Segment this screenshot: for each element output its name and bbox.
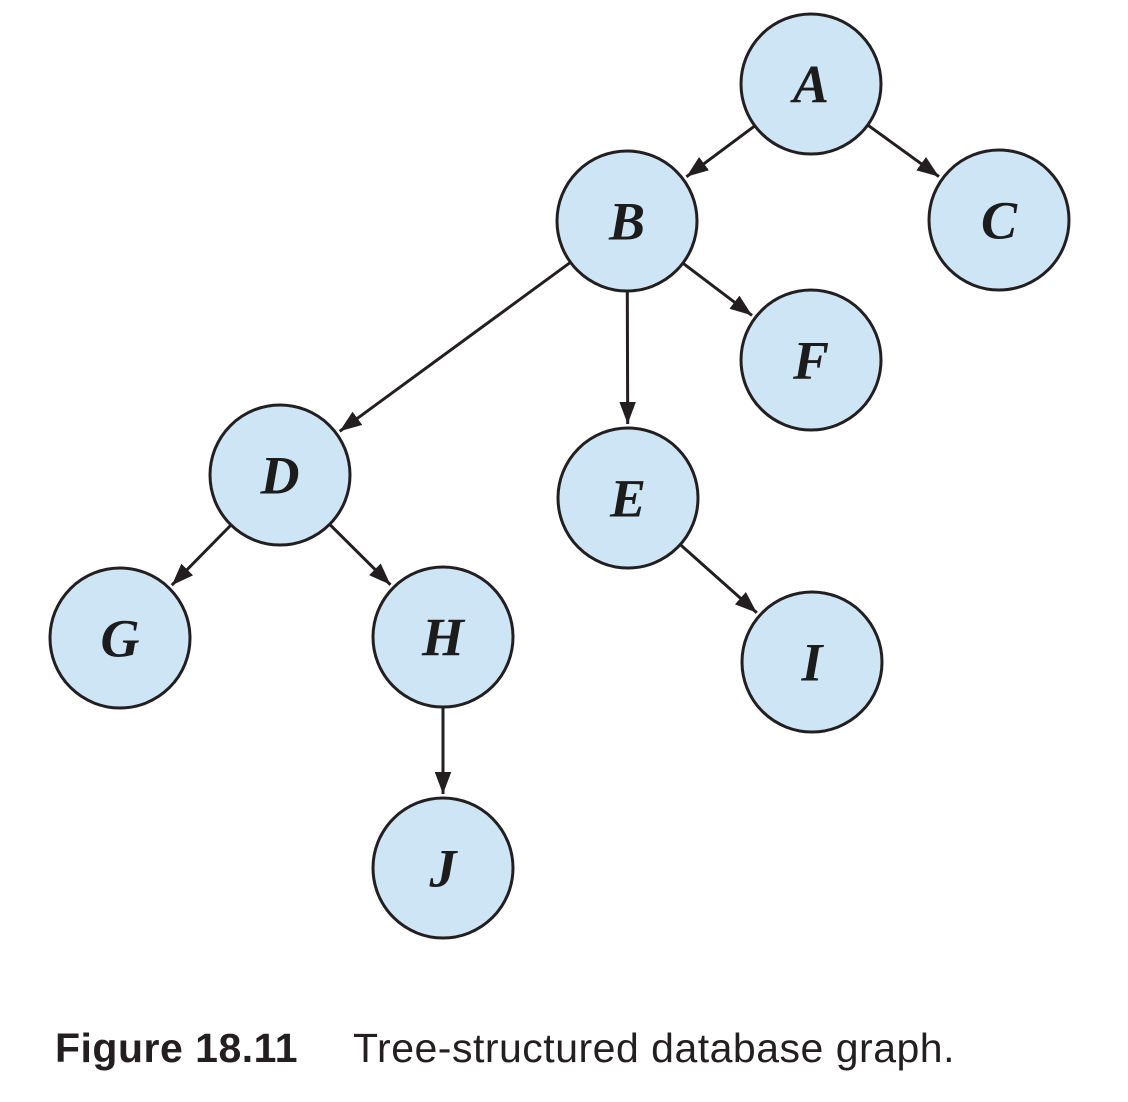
node-label-I: I	[800, 632, 824, 692]
node-H	[371, 565, 515, 709]
edge-B-D	[338, 261, 572, 433]
node-J	[371, 796, 515, 940]
node-label-F: F	[792, 330, 829, 390]
node-A	[739, 12, 883, 156]
node-G	[48, 566, 192, 710]
figure-caption-label: Figure 18.11	[55, 1025, 299, 1071]
edge-A-C	[866, 123, 940, 178]
node-C	[927, 148, 1071, 292]
node-label-B: B	[608, 191, 645, 251]
node-B	[555, 149, 699, 293]
node-label-J: J	[429, 838, 459, 898]
figure-caption-text: Tree-structured database graph.	[353, 1025, 955, 1071]
figure-caption: Figure 18.11 Tree-structured database gra…	[55, 1025, 955, 1071]
node-label-H: H	[421, 607, 466, 667]
node-label-E: E	[609, 468, 646, 528]
node-D	[208, 403, 352, 547]
edge-B-F	[681, 262, 753, 317]
node-E	[556, 426, 700, 570]
tree-diagram: A B C F D E G H I J	[48, 12, 1071, 940]
edge-D-G	[170, 523, 233, 587]
node-label-D: D	[260, 445, 300, 505]
edge-E-I	[679, 543, 758, 614]
node-label-A: A	[790, 54, 829, 114]
node-label-G: G	[101, 608, 140, 668]
edge-A-B	[685, 124, 756, 179]
node-label-C: C	[981, 190, 1018, 250]
node-I	[740, 590, 884, 734]
edge-D-H	[328, 523, 392, 586]
node-F	[739, 288, 883, 432]
